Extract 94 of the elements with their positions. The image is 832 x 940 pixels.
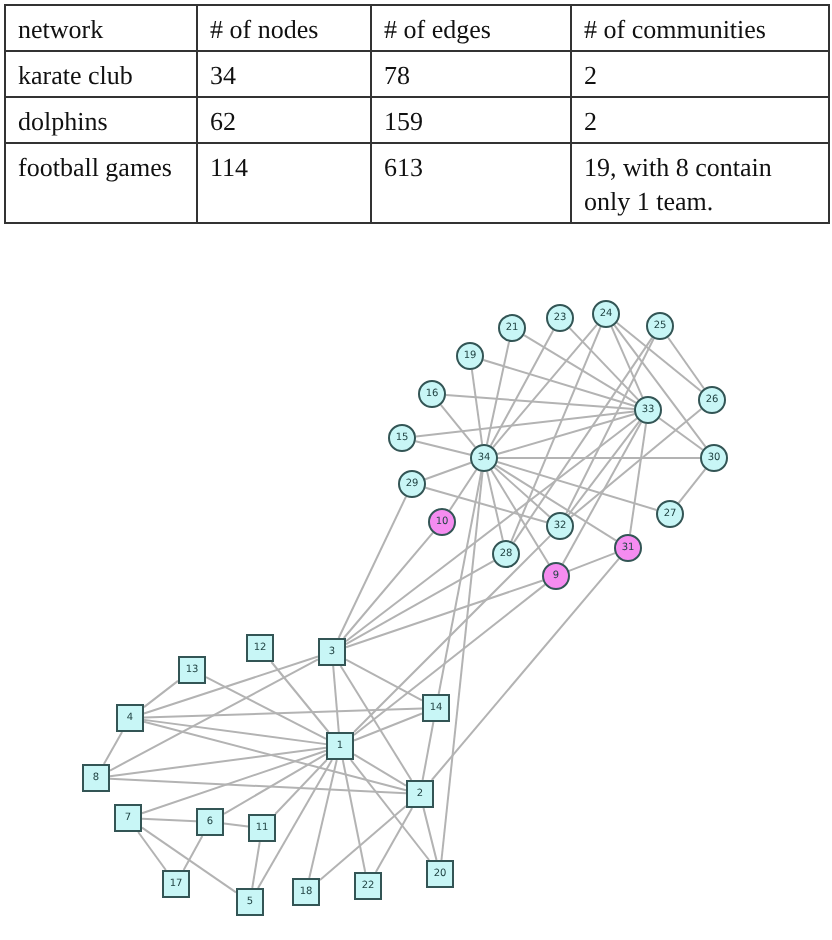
graph-edge: [374, 807, 414, 873]
table-cell-text: 62: [210, 106, 236, 136]
table-cell-text: network: [18, 14, 104, 44]
graph-edge: [610, 325, 644, 399]
table-cell-text: 114: [210, 152, 249, 182]
graph-edge: [494, 464, 618, 542]
table-cell-text: 2: [584, 60, 597, 90]
graph-edge: [109, 658, 319, 772]
graph-edge: [353, 534, 552, 733]
graph-edge: [565, 337, 655, 515]
graph-edge: [424, 486, 548, 524]
graph-edge: [257, 759, 333, 889]
graph-edge: [414, 410, 636, 438]
table-cell-text: # of nodes: [210, 14, 319, 44]
graph-edge: [141, 826, 237, 894]
graph-edge: [486, 470, 504, 542]
graph-edge: [349, 759, 431, 861]
graph-edge: [345, 417, 638, 643]
graph-edge: [102, 731, 124, 765]
graph-edge: [205, 676, 327, 740]
graph-edge: [353, 712, 423, 742]
graph-edge: [143, 707, 423, 719]
table-cell-text: # of edges: [384, 14, 491, 44]
graph-edge: [141, 749, 327, 815]
table-cell-text: # of communities: [584, 14, 766, 44]
graph-edge: [223, 822, 249, 828]
graph-edge: [569, 407, 703, 519]
graph-edge: [143, 655, 319, 715]
graph-edge: [470, 368, 484, 446]
table-cell-text: karate club: [18, 60, 133, 90]
graph-edge: [667, 336, 705, 390]
graph-edge: [510, 325, 602, 543]
graph-edge: [567, 420, 641, 516]
graph-edge: [308, 759, 338, 879]
graph-edge: [613, 324, 707, 448]
graph-edge: [137, 831, 167, 871]
graph-edge: [345, 658, 423, 702]
graph-edge: [143, 718, 327, 746]
graph-edge: [414, 440, 472, 456]
graph-edge: [345, 559, 495, 646]
graph-edge: [332, 665, 340, 733]
graph-edge: [561, 421, 643, 565]
graph-edge: [677, 468, 707, 504]
graph-edge: [274, 759, 328, 815]
graph-edge: [482, 359, 636, 407]
graph-edge: [658, 417, 704, 451]
graph-edge: [493, 466, 551, 518]
graph-edge: [496, 412, 636, 456]
graph-edge: [353, 753, 407, 787]
graph-edge: [319, 805, 407, 881]
graph-edge: [270, 661, 330, 733]
graph-edge: [496, 461, 658, 511]
graph-edge: [629, 422, 647, 536]
table-cell-text: 19, with 8 contain only 1 team.: [584, 152, 772, 216]
graph-edge: [448, 468, 478, 512]
graph-edge: [568, 552, 616, 572]
graph-edge: [523, 334, 637, 404]
table-cell-text: 78: [384, 60, 410, 90]
graph-edge: [489, 329, 555, 447]
table-cell-text: dolphins: [18, 106, 108, 136]
graph-edge: [341, 759, 367, 873]
graph-edge: [440, 470, 484, 861]
graph-edge: [182, 835, 204, 871]
graph-edge: [568, 327, 640, 401]
graph-edge: [512, 336, 654, 544]
graph-edge: [223, 753, 327, 815]
graph-edge: [490, 468, 550, 566]
graph-edge: [337, 495, 407, 639]
table-cell-text: 2: [584, 106, 597, 136]
graph-edge: [143, 720, 407, 792]
graph-edge: [437, 470, 483, 695]
graph-edge: [339, 665, 413, 781]
graph-edge: [485, 340, 511, 446]
graph-edge: [143, 679, 179, 709]
graph-edge: [424, 461, 472, 481]
graph-edge: [444, 394, 636, 410]
graph-edge: [251, 841, 261, 889]
graph-edge: [141, 817, 197, 823]
graph-edge: [422, 807, 438, 861]
table-cell-text: 34: [210, 60, 236, 90]
graph-edge: [615, 321, 703, 393]
graph-edge: [439, 403, 477, 449]
graph-edge: [342, 531, 434, 639]
graph-edge: [497, 457, 701, 459]
graph-edge: [353, 583, 546, 736]
graph-edge: [492, 323, 598, 449]
graph-edge: [421, 721, 435, 781]
graph-edge: [345, 579, 544, 649]
table-cell-text: 159: [384, 106, 423, 136]
table-cell-text: 613: [384, 152, 423, 182]
graph-edge: [109, 746, 327, 778]
table-cell-text: football games: [18, 152, 172, 182]
graph-edge: [109, 777, 407, 795]
graph-edge: [430, 557, 620, 781]
